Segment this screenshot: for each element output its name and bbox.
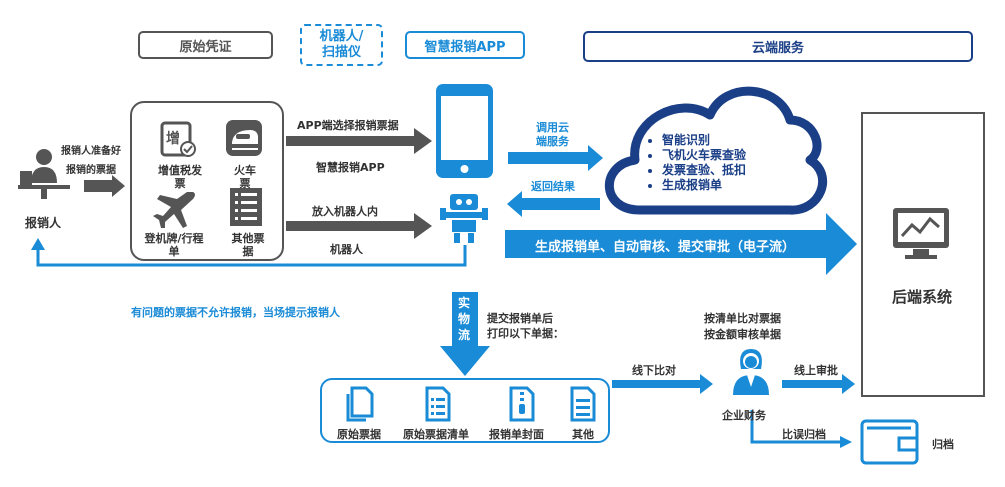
phone-icon (436, 84, 493, 178)
print-docs-box (320, 378, 610, 443)
arrow-big-flow (505, 213, 857, 275)
header-original: 原始凭证 (138, 31, 273, 59)
zip-file-icon (509, 386, 535, 422)
reimburser-prep-line1: 报销人准备好 (61, 146, 121, 157)
big-arrow-label: 生成报销单、自动审核、提交审批（电子流） (535, 240, 796, 255)
train-icon (226, 120, 262, 156)
print-doc-label: 其他 (572, 428, 594, 441)
robot-icon (440, 194, 488, 243)
monitor-chart-icon (893, 208, 949, 259)
doc-train-label: 火车 票 (234, 164, 256, 190)
backend-box (861, 112, 985, 397)
label-offline: 线下比对 (632, 364, 676, 377)
airplane-icon (153, 192, 195, 228)
cloud-services-list: 智能识别 飞机火车票查验 发票查验、抵扣 生成报销单 (648, 133, 746, 193)
cloud-service-item: 智能识别 (662, 133, 746, 148)
cloud-icon (604, 86, 827, 215)
arrow-physical (440, 292, 490, 376)
finance-note-line1: 按清单比对票据 (704, 312, 781, 325)
arrow-return (507, 191, 600, 217)
header-app: 智慧报销APP (405, 31, 525, 59)
finance-label: 企业财务 (722, 409, 766, 422)
person-at-computer-icon (18, 149, 70, 199)
doc-vat-label: 增值税发 票 (158, 164, 202, 190)
wallet-icon (860, 419, 919, 465)
header-cloud: 云端服务 (583, 31, 973, 62)
arrow-to-app (286, 128, 432, 154)
label-app-name: 智慧报销APP (316, 161, 385, 174)
physical-flow-label: 实 物 流 (458, 296, 471, 342)
arrow-call-cloud (508, 145, 603, 171)
arrow-online (782, 374, 855, 394)
label-call-cloud: 调用云 端服务 (536, 121, 569, 148)
cloud-service-item: 生成报销单 (662, 178, 746, 193)
header-robot: 机器人/ 扫描仪 (300, 24, 383, 66)
text-file-icon (570, 386, 596, 422)
print-doc-label: 原始票据清单 (403, 428, 469, 441)
label-app-select: APP端选择报销票据 (297, 119, 399, 132)
problem-note: 有问题的票据不允许报销，当场提示报销人 (131, 306, 340, 319)
archive-label: 归档 (932, 438, 954, 451)
arrow-to-robot (286, 213, 432, 239)
doc-other-label: 其他票 据 (231, 232, 265, 258)
female-employee-icon (733, 349, 769, 395)
arrow-problem-loop (36, 245, 467, 267)
arrow-mismatch (750, 410, 842, 444)
arrow-prep (84, 175, 125, 197)
list-document-icon (425, 386, 451, 422)
vat-invoice-icon: 增 (160, 121, 196, 157)
documents-box (130, 101, 284, 261)
finance-note-line2: 按金额审核单据 (704, 328, 781, 341)
backend-label: 后端系统 (892, 288, 953, 306)
svg-text:增: 增 (166, 130, 180, 147)
print-doc-label: 原始票据 (337, 428, 381, 441)
arrow-offline (612, 374, 713, 394)
label-return-result: 返回结果 (531, 180, 575, 193)
doc-boarding-label: 登机牌/行程 单 (144, 232, 204, 258)
label-online: 线上审批 (794, 364, 838, 377)
label-robot: 机器人 (330, 243, 363, 256)
document-list-icon (230, 188, 262, 226)
reimburser-prep-line2: 报销的票据 (66, 165, 116, 176)
print-note: 提交报销单后 打印以下单据： (487, 312, 564, 340)
cloud-service-item: 发票查验、抵扣 (662, 163, 746, 178)
file-copy-icon (346, 386, 374, 422)
label-put-robot: 放入机器人内 (312, 205, 378, 218)
label-mismatch: 比误归档 (782, 428, 826, 441)
reimburser-label: 报销人 (25, 216, 62, 230)
cloud-service-item: 飞机火车票查验 (662, 148, 746, 163)
print-doc-label: 报销单封面 (489, 428, 544, 441)
